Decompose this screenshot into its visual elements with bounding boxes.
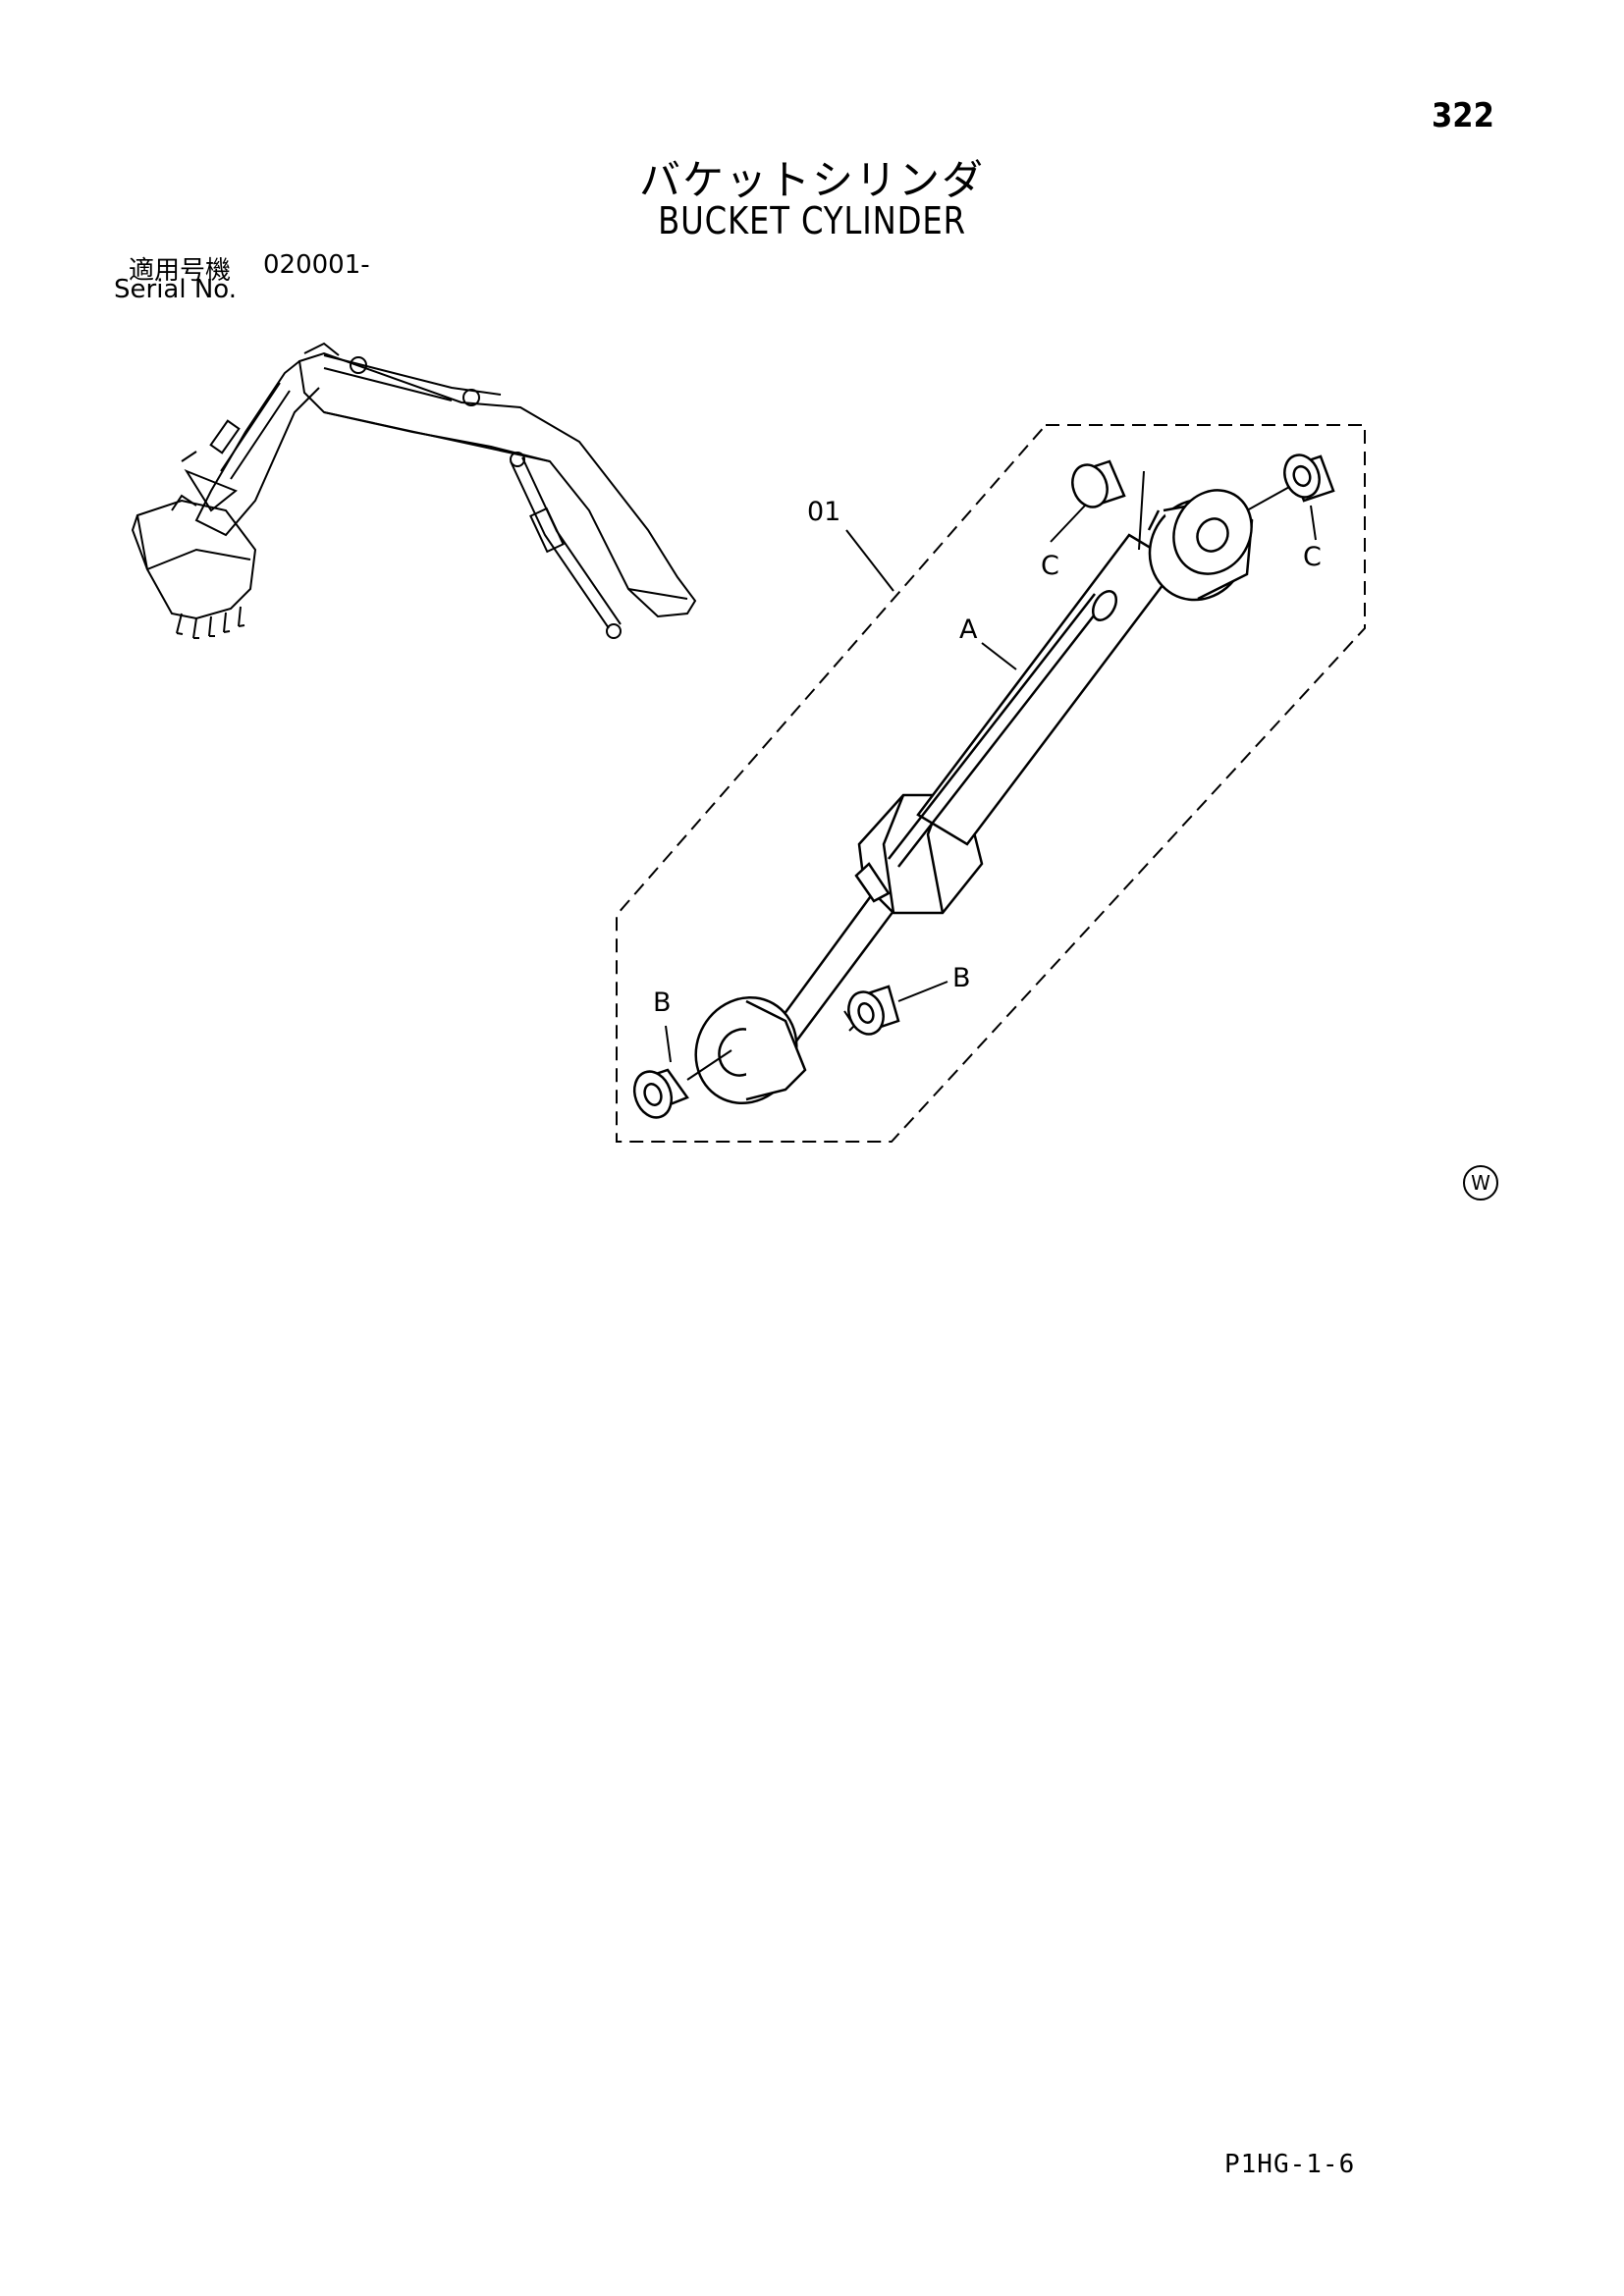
bushing-c-right: [1283, 454, 1335, 503]
serial-label-japanese: 適用号機: [129, 256, 232, 286]
bucket-cylinder-assembly: [694, 489, 1254, 1105]
footer-code: P1HG-1-6: [1224, 2150, 1356, 2179]
callout-c-left: C: [1041, 551, 1059, 581]
title-english: BUCKET CYLINDER: [658, 199, 966, 242]
excavator-attachment-illustration: [131, 342, 697, 639]
callout-a: A: [959, 614, 978, 645]
callout-c-right: C: [1303, 542, 1322, 572]
bushing-b-right: [847, 985, 900, 1036]
leader-c-right: [1310, 505, 1317, 541]
bushing-c-left: [1071, 459, 1126, 508]
serial-number-value: 020001-: [263, 250, 370, 280]
leader-a: [981, 642, 1017, 670]
w-circle-mark: W: [1463, 1165, 1498, 1201]
leader-b-left: [665, 1025, 672, 1063]
callout-b-right: B: [952, 963, 971, 993]
leader-b-right: [897, 981, 948, 1002]
pin-line-rod-end: [686, 1049, 732, 1081]
leader-01: [845, 529, 894, 592]
pin-line-head-end: [1246, 485, 1292, 511]
serial-label-english: Serial No.: [114, 275, 237, 304]
title-japanese: バケットシリンダ: [638, 156, 985, 204]
assembly-boundary: [616, 424, 1366, 1143]
bushing-b-left: [632, 1068, 689, 1119]
leader-c-left: [1050, 505, 1086, 543]
callout-b-left: B: [653, 988, 672, 1018]
page-number: 322: [1432, 96, 1494, 135]
callout-01: 01: [807, 497, 840, 527]
